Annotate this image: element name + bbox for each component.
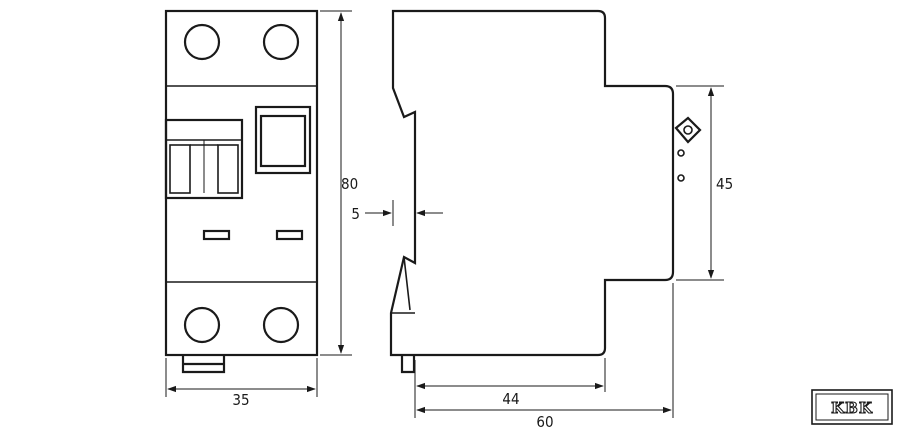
dimension-side-depth-front: 44 <box>414 358 606 418</box>
dimension-label-80: 80 <box>341 175 358 193</box>
dimension-label-5: 5 <box>351 205 360 223</box>
terminal-screw-bottom-left <box>183 306 221 344</box>
side-rail-clip <box>400 355 416 374</box>
indicator-window-left <box>202 229 231 241</box>
dimension-front-height: 80 <box>320 10 358 356</box>
terminal-screw-bottom-right <box>262 306 300 344</box>
dimension-label-35: 35 <box>232 391 249 409</box>
dimension-label-45: 45 <box>716 175 733 193</box>
side-housing-outline <box>389 9 675 357</box>
logo-text: KBK <box>831 399 873 417</box>
side-view <box>389 9 702 374</box>
side-rail-hook <box>391 256 415 314</box>
test-button <box>254 105 312 175</box>
dimension-front-width: 35 <box>165 358 318 409</box>
dimension-label-60: 60 <box>536 413 553 431</box>
front-view <box>164 9 319 374</box>
kbk-logo: KBK <box>811 389 893 425</box>
terminal-screw-top-left <box>183 23 221 61</box>
toggle-lever <box>164 118 244 200</box>
dimension-side-height: 45 <box>676 85 733 281</box>
indicator-window-right <box>275 229 304 241</box>
dimension-label-44: 44 <box>502 390 519 408</box>
dimension-rail-offset: 5 <box>351 200 443 226</box>
din-rail-clip <box>181 355 226 374</box>
terminal-screw-top-right <box>262 23 300 61</box>
dimension-side-depth-total: 60 <box>416 283 674 431</box>
side-locking-screw <box>674 116 702 182</box>
